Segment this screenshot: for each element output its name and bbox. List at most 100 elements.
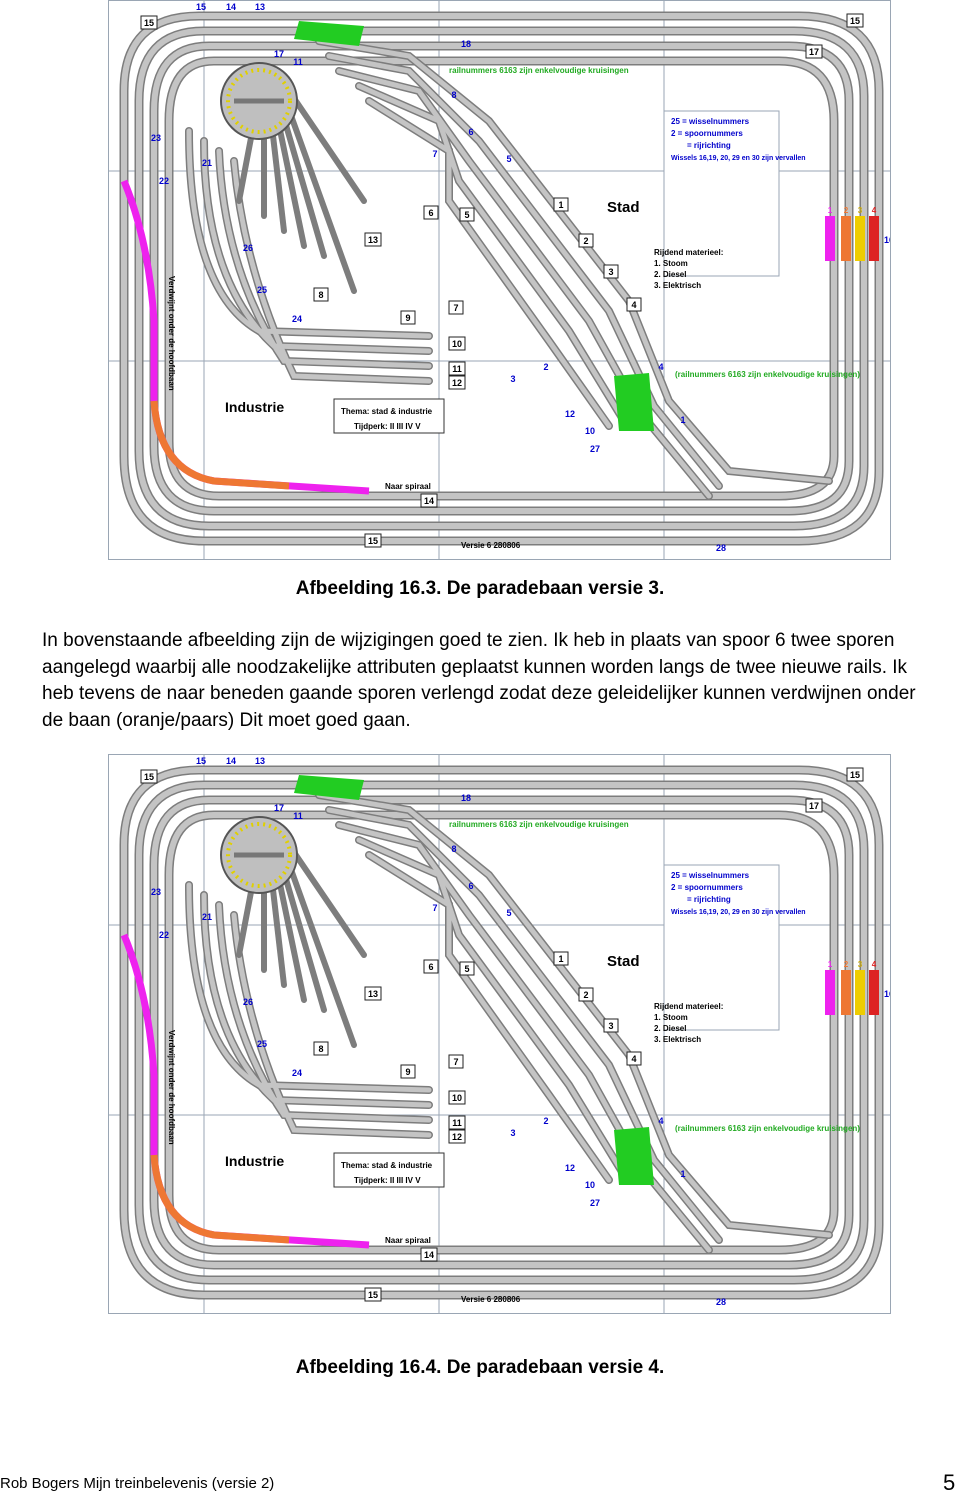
svg-text:3: 3	[858, 960, 863, 969]
svg-text:14: 14	[424, 1250, 434, 1260]
svg-text:10: 10	[452, 1093, 462, 1103]
svg-text:22: 22	[159, 176, 169, 186]
svg-text:13: 13	[255, 2, 265, 12]
svg-text:2: 2	[543, 362, 548, 372]
svg-text:1: 1	[680, 1169, 685, 1179]
label-industrie: Industrie	[225, 399, 284, 415]
svg-text:4: 4	[631, 1054, 636, 1064]
label-tijdperk: Tijdperk: II III IV V	[354, 1176, 421, 1185]
svg-text:2: 2	[583, 236, 588, 246]
svg-text:15: 15	[850, 770, 860, 780]
rijdend-stoom: 1. Stoom	[654, 1013, 688, 1022]
svg-text:14: 14	[226, 2, 236, 12]
svg-text:15: 15	[368, 536, 378, 546]
svg-text:17: 17	[809, 47, 819, 57]
svg-text:9: 9	[405, 313, 410, 323]
svg-text:5: 5	[464, 210, 469, 220]
svg-text:3: 3	[510, 1128, 515, 1138]
legend-wissels-vervallen: Wissels 16,19, 20, 29 en 30 zijn vervall…	[671, 155, 806, 162]
svg-text:4: 4	[872, 206, 877, 215]
svg-text:26: 26	[243, 243, 253, 253]
svg-text:24: 24	[292, 1068, 302, 1078]
legend-wissels-vervallen: Wissels 16,19, 20, 29 en 30 zijn vervall…	[671, 909, 806, 916]
svg-text:5: 5	[506, 154, 511, 164]
label-naar-spiraal: Naar spiraal	[385, 1236, 431, 1245]
svg-text:2: 2	[543, 1116, 548, 1126]
svg-text:4: 4	[658, 362, 663, 372]
svg-text:2: 2	[844, 206, 849, 215]
svg-text:2: 2	[844, 960, 849, 969]
label-verdwijnt: Verdwijnt onder de hoofdbaan	[167, 276, 176, 391]
svg-text:3: 3	[608, 1021, 613, 1031]
svg-text:7: 7	[453, 1057, 458, 1067]
svg-text:18: 18	[461, 793, 471, 803]
svg-text:26: 26	[243, 997, 253, 1007]
svg-text:10: 10	[585, 426, 595, 436]
svg-text:7: 7	[453, 303, 458, 313]
svg-text:27: 27	[590, 444, 600, 454]
svg-text:16: 16	[884, 989, 890, 999]
legend-wisselnummers: 25 = wisselnummers	[671, 117, 750, 126]
svg-text:23: 23	[151, 887, 161, 897]
svg-text:6: 6	[468, 881, 473, 891]
page-number: 5	[943, 1470, 956, 1495]
rijdend-diesel: 2. Diesel	[654, 270, 686, 279]
svg-text:6: 6	[468, 127, 473, 137]
rijdend-stoom: 1. Stoom	[654, 259, 688, 268]
svg-text:1: 1	[680, 415, 685, 425]
svg-text:17: 17	[274, 803, 284, 813]
svg-text:15: 15	[144, 772, 154, 782]
svg-text:5: 5	[464, 964, 469, 974]
label-thema: Thema: stad & industrie	[341, 407, 433, 416]
rijdend-title: Rijdend materieel:	[654, 248, 723, 257]
legend-rijrichting: = rijrichting	[687, 141, 731, 150]
label-tijdperk: Tijdperk: II III IV V	[354, 422, 421, 431]
svg-text:15: 15	[196, 756, 206, 766]
svg-text:14: 14	[424, 496, 434, 506]
svg-text:7: 7	[432, 149, 437, 159]
svg-text:15: 15	[196, 2, 206, 12]
svg-text:8: 8	[318, 1044, 323, 1054]
label-railnummers: railnummers 6163 zijn enkelvoudige kruis…	[449, 820, 629, 829]
svg-text:17: 17	[809, 801, 819, 811]
svg-text:5: 5	[506, 908, 511, 918]
rijdend-title: Rijdend materieel:	[654, 1002, 723, 1011]
footer-author-title: Rob Bogers Mijn treinbelevenis (versie 2…	[0, 1475, 275, 1492]
legend-spoornummers: 2 = spoornummers	[671, 129, 743, 138]
svg-text:15: 15	[368, 1290, 378, 1300]
svg-text:6: 6	[428, 208, 433, 218]
svg-text:10: 10	[585, 1180, 595, 1190]
svg-text:1: 1	[558, 954, 563, 964]
svg-text:27: 27	[590, 1198, 600, 1208]
svg-text:4: 4	[631, 300, 636, 310]
svg-text:17: 17	[274, 49, 284, 59]
label-railnummers: railnummers 6163 zijn enkelvoudige kruis…	[449, 66, 629, 75]
svg-text:24: 24	[292, 314, 302, 324]
rijdend-elektrisch: 3. Elektrisch	[654, 1035, 701, 1044]
svg-text:9: 9	[405, 1067, 410, 1077]
svg-text:15: 15	[850, 16, 860, 26]
svg-text:11: 11	[293, 811, 303, 821]
svg-text:18: 18	[461, 39, 471, 49]
svg-text:28: 28	[716, 1297, 726, 1307]
svg-text:6: 6	[428, 962, 433, 972]
rijdend-elektrisch: 3. Elektrisch	[654, 281, 701, 290]
svg-text:13: 13	[255, 756, 265, 766]
svg-text:8: 8	[318, 290, 323, 300]
svg-text:21: 21	[202, 158, 212, 168]
svg-text:13: 13	[368, 235, 378, 245]
svg-text:15: 15	[144, 18, 154, 28]
svg-text:12: 12	[565, 409, 575, 419]
svg-text:23: 23	[151, 133, 161, 143]
svg-text:21: 21	[202, 912, 212, 922]
svg-text:3: 3	[510, 374, 515, 384]
svg-text:12: 12	[452, 378, 462, 388]
svg-text:8: 8	[451, 844, 456, 854]
legend-rijrichting: = rijrichting	[687, 895, 731, 904]
label-versie: Versie 6 280806	[461, 1295, 521, 1304]
svg-text:25: 25	[257, 285, 267, 295]
legend-spoornummers: 2 = spoornummers	[671, 883, 743, 892]
svg-text:12: 12	[565, 1163, 575, 1173]
